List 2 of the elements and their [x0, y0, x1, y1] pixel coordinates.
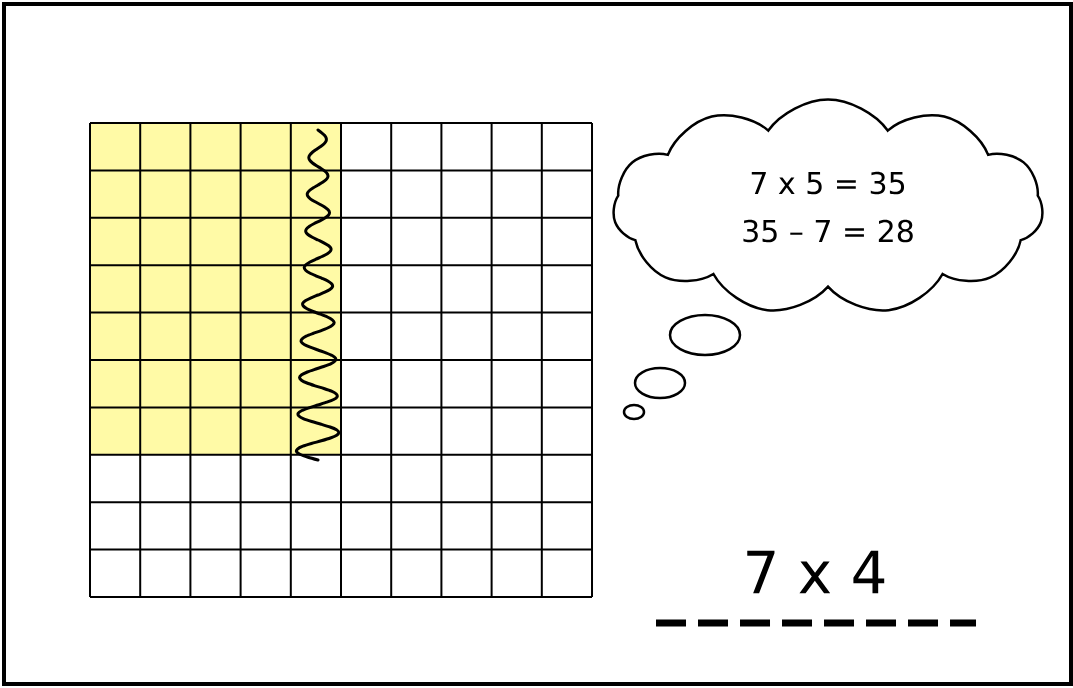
problem-text: 7 x 4	[747, 550, 885, 594]
thought-cloud: 7 x 5 = 35 35 – 7 = 28	[612, 98, 1044, 312]
